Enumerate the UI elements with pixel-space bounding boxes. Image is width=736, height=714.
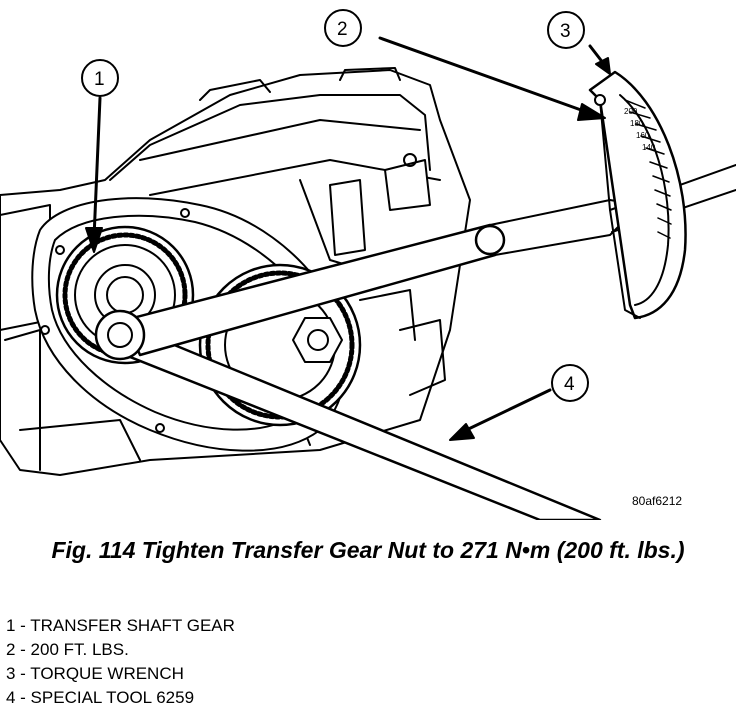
- callout-1: 1: [81, 59, 119, 253]
- callout-2: 2: [324, 9, 606, 121]
- gauge-label-200: 200: [624, 107, 638, 116]
- legend-item-3: 3 - TORQUE WRENCH: [6, 664, 184, 683]
- callout-4-label: 4: [564, 374, 575, 395]
- torque-gauge: 200 180 160 140: [588, 70, 687, 320]
- legend-item-2: 2 - 200 FT. LBS.: [6, 640, 129, 659]
- figure-code: 80af6212: [632, 494, 683, 508]
- callout-1-label: 1: [94, 69, 105, 90]
- gauge-label-180: 180: [630, 119, 644, 128]
- legend-item-1: 1 - TRANSFER SHAFT GEAR: [6, 616, 235, 635]
- callout-2-label: 2: [337, 19, 348, 40]
- gauge-label-140: 140: [642, 143, 656, 152]
- callout-3: 3: [547, 11, 611, 75]
- technical-illustration: 200 180 160 140 1 2 3: [0, 9, 736, 520]
- callout-3-label: 3: [560, 21, 571, 42]
- gauge-label-160: 160: [636, 131, 650, 140]
- torque-wrench: [94, 164, 736, 361]
- legend-item-4: 4 - SPECIAL TOOL 6259: [6, 688, 195, 707]
- figure-caption: Fig. 114 Tighten Transfer Gear Nut to 27…: [51, 537, 685, 563]
- legend: 1 - TRANSFER SHAFT GEAR 2 - 200 FT. LBS.…: [6, 614, 235, 710]
- callout-4: 4: [449, 364, 589, 441]
